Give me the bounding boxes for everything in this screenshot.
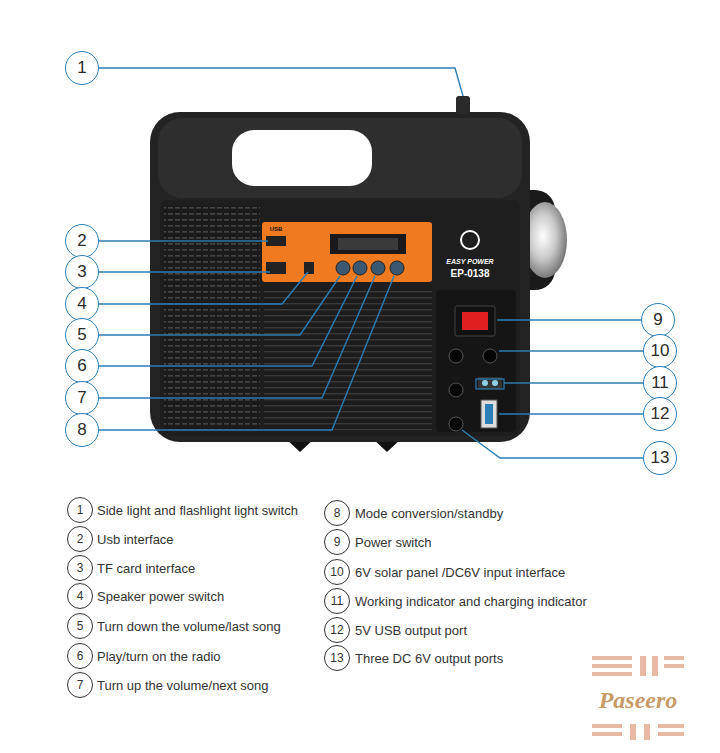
key-number: 6	[67, 643, 93, 669]
leader-line	[98, 68, 463, 96]
led	[492, 380, 498, 386]
key-number: 8	[324, 500, 350, 526]
key-number: 2	[67, 526, 93, 552]
key-description: Play/turn on the radio	[97, 649, 221, 664]
key-number: 7	[67, 672, 93, 698]
key-description: Mode conversion/standby	[355, 506, 503, 521]
leader-lines	[98, 68, 644, 458]
key-description: 6V solar panel /DC6V input interface	[355, 565, 565, 580]
leader-line	[499, 350, 644, 351]
callout-number: 10	[643, 334, 677, 368]
leader-line	[98, 271, 270, 272]
control-panel	[262, 222, 432, 282]
key-number: 9	[324, 529, 350, 555]
usb-slot	[266, 236, 286, 246]
red-switch	[462, 312, 488, 330]
callout-number: 11	[643, 366, 677, 400]
logo	[461, 231, 479, 249]
watermark: Paseero	[599, 687, 678, 714]
front-face	[160, 200, 520, 436]
callout-number: 4	[65, 287, 99, 321]
handle	[158, 118, 522, 198]
leader-box	[476, 379, 504, 389]
button	[390, 261, 404, 275]
callout-number: 5	[65, 318, 99, 352]
leader-line	[98, 276, 357, 366]
key-number: 10	[324, 559, 350, 585]
key-description: Turn up the volume/next song	[97, 678, 269, 693]
callout-number: 7	[65, 381, 99, 415]
leader-line	[98, 272, 308, 304]
dc-input	[483, 349, 497, 363]
port-label: USB	[270, 226, 283, 232]
power-switch-small	[304, 262, 314, 274]
leader-line	[462, 430, 644, 458]
leader-line	[98, 240, 268, 241]
key-number: 11	[324, 588, 350, 614]
key-description: Speaker power switch	[97, 589, 224, 604]
switch-frame	[455, 306, 495, 336]
callout-number: 9	[641, 303, 675, 337]
key-description: Three DC 6V output ports	[355, 651, 503, 666]
usb-port-tongue	[485, 404, 493, 424]
key-number: 4	[67, 583, 93, 609]
callout-number: 1	[65, 51, 99, 85]
callout-number: 6	[65, 349, 99, 383]
key-description: Working indicator and charging indicator	[355, 594, 587, 609]
dc-port	[449, 383, 463, 397]
led	[482, 380, 488, 386]
callout-number: 13	[643, 441, 677, 475]
key-description: Usb interface	[97, 532, 174, 547]
usb-port	[481, 400, 497, 428]
leader-line	[499, 413, 644, 414]
callout-number: 8	[65, 413, 99, 447]
key-description: Turn down the volume/last song	[97, 619, 281, 634]
key-description: Power switch	[355, 535, 432, 550]
watermark-stripes	[592, 656, 684, 740]
leader-line	[497, 319, 642, 320]
light-switch	[456, 96, 470, 114]
speaker-grill	[164, 206, 260, 430]
leader-line	[98, 276, 340, 335]
key-number: 1	[67, 497, 93, 523]
dc-port	[449, 349, 463, 363]
handle-hole	[232, 130, 372, 186]
key-number: 12	[324, 617, 350, 643]
brand-name: EASY POWER	[446, 258, 493, 265]
button	[353, 261, 367, 275]
dc-port	[449, 417, 463, 431]
button	[371, 261, 385, 275]
key-number: 3	[67, 555, 93, 581]
button	[336, 261, 350, 275]
leader-line	[504, 382, 644, 383]
key-description: TF card interface	[97, 561, 195, 576]
key-description: Side light and flashlight light switch	[97, 503, 298, 518]
callout-number: 2	[65, 224, 99, 258]
speaker-grill	[264, 288, 432, 430]
key-number: 13	[324, 645, 350, 671]
key-description: 5V USB output port	[355, 623, 467, 638]
key-number: 5	[67, 613, 93, 639]
callout-number: 12	[643, 397, 677, 431]
callout-number: 3	[65, 255, 99, 289]
display	[330, 234, 406, 254]
port-panel	[436, 290, 516, 432]
leader-line	[98, 276, 394, 430]
display-digits	[338, 238, 398, 250]
leader-line	[98, 276, 375, 398]
model-number: EP-0138	[451, 268, 490, 279]
